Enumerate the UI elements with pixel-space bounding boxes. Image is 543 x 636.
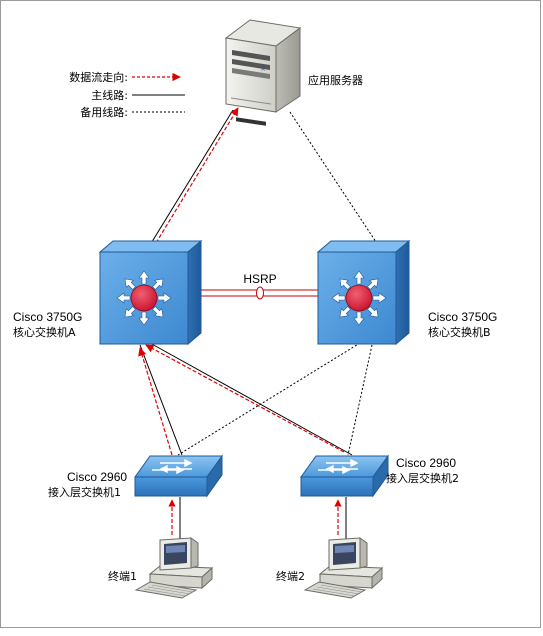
core-switch-a-icon[interactable]: [98, 239, 203, 346]
terminal-2-label: 终端2: [276, 569, 305, 583]
access-switch-2-model: Cisco 2960: [396, 456, 456, 470]
core-switch-b-model: Cisco 3750G: [428, 310, 497, 324]
flow-core-a-to-server: [155, 107, 239, 244]
core-switch-a-role: 核心交换机A: [13, 325, 76, 339]
legend-main-line-label: 主线路:: [91, 88, 128, 102]
access-switch-1-role: 接入层交换机1: [48, 485, 121, 499]
link-server-core-b: [289, 111, 379, 246]
link-core-b-access-1: [177, 342, 361, 456]
links: [138, 107, 379, 540]
terminal-1-label: 终端1: [108, 569, 137, 583]
terminal-1-icon[interactable]: [134, 537, 214, 599]
access-switch-2-role: 接入层交换机2: [386, 471, 459, 485]
terminal-2-icon[interactable]: [303, 537, 384, 599]
link-core-a-access-2: [149, 342, 353, 456]
server-icon[interactable]: ×: [224, 19, 302, 126]
access-switch-2-icon[interactable]: [300, 454, 389, 498]
legend: 数据流走向: 主线路: 备用线路:: [69, 70, 185, 119]
link-server-core-a: [149, 109, 234, 246]
flow-access-1-to-core-a: [138, 347, 173, 456]
svg-text:×: ×: [260, 65, 266, 73]
link-core-a-access-1: [139, 344, 183, 456]
link-core-b-access-2: [347, 344, 373, 456]
hsrp-label: HSRP: [243, 272, 276, 286]
legend-backup-line-label: 备用线路:: [80, 105, 128, 119]
core-switch-a-model: Cisco 3750G: [13, 310, 82, 324]
access-switch-1-model: Cisco 2960: [67, 470, 127, 484]
legend-data-flow-label: 数据流走向:: [69, 70, 128, 84]
access-switch-1-icon[interactable]: [134, 454, 223, 498]
server-label: 应用服务器: [308, 73, 363, 87]
flow-access-2-to-core-a: [145, 344, 345, 453]
hsrp-link-tie: [256, 286, 264, 300]
core-switch-b-icon[interactable]: [316, 239, 411, 346]
core-switch-b-role: 核心交换机B: [428, 325, 491, 339]
